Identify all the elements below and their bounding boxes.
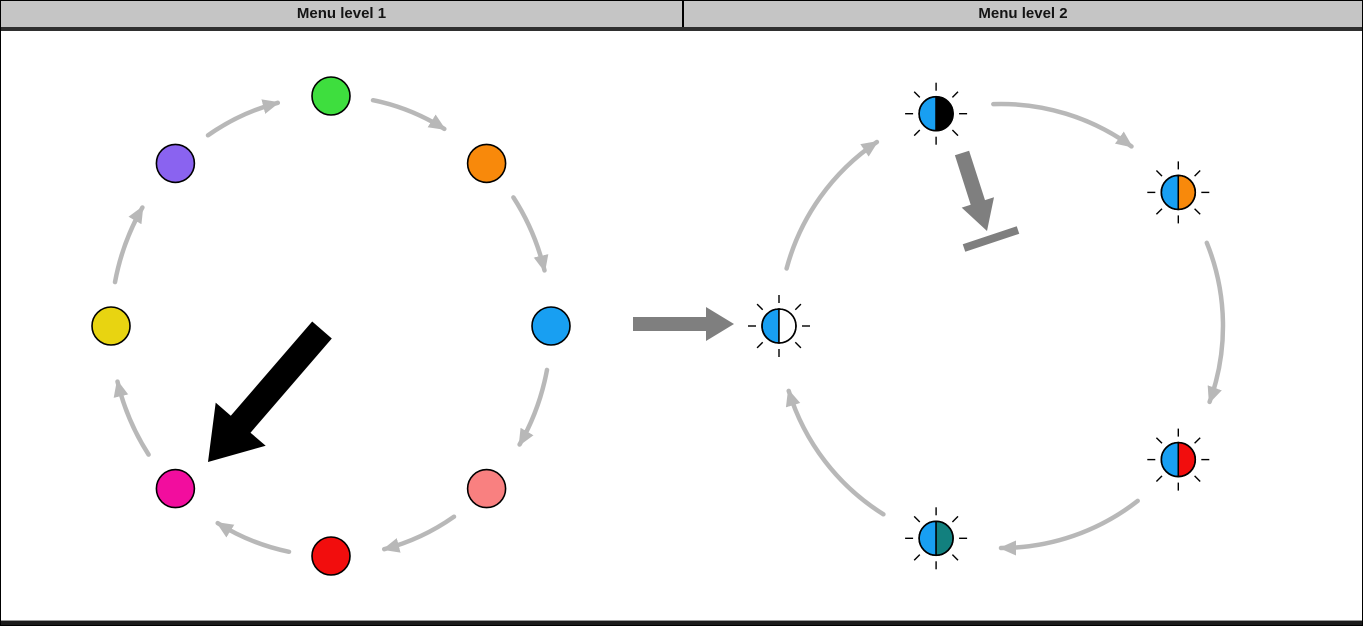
highlight-ray xyxy=(1155,170,1163,177)
menu1-item-purple[interactable] xyxy=(155,143,196,184)
highlight-ray xyxy=(1194,208,1201,215)
menu2-connector-arc xyxy=(785,388,886,517)
menu1-connector-arc xyxy=(511,195,549,273)
menu1-connector-arc xyxy=(112,205,145,285)
highlight-ray xyxy=(951,91,959,98)
highlight-ray xyxy=(913,129,921,137)
menu2-item-blue-red[interactable] xyxy=(1147,428,1210,491)
highlight-ray xyxy=(756,303,764,311)
menu2-title: Menu level 2 xyxy=(978,5,1068,22)
item-left-half xyxy=(1160,441,1180,478)
item-outline xyxy=(918,520,954,557)
menu1-connector-arc xyxy=(113,379,151,457)
highlight-ray xyxy=(1155,475,1163,482)
frame-bottom-hairline xyxy=(1,620,1362,621)
highlight-ray xyxy=(913,515,921,523)
highlight-ray xyxy=(1194,170,1201,177)
value-bar xyxy=(962,226,1020,252)
highlight-ray xyxy=(1155,208,1163,215)
menu1-item-salmon[interactable] xyxy=(466,468,507,509)
table-header: Menu level 1 Menu level 2 xyxy=(1,1,1362,31)
menu1-item-magenta[interactable] xyxy=(155,468,196,509)
item-left-half xyxy=(918,520,937,557)
menu1-item-green[interactable] xyxy=(311,76,351,116)
item-outline xyxy=(1160,441,1197,478)
highlight-ray xyxy=(913,91,921,98)
menu2-header-cell: Menu level 2 xyxy=(682,1,1362,27)
menu2-item-blue-black[interactable] xyxy=(905,82,968,145)
menu1-connector-arc xyxy=(215,520,292,555)
highlight-ray xyxy=(913,554,921,561)
item-right-half xyxy=(935,520,954,557)
menu1-header-cell: Menu level 1 xyxy=(1,1,682,27)
highlight-ray xyxy=(1194,437,1201,444)
menu2-connector-arc xyxy=(784,139,880,271)
menu2-connector-arc xyxy=(1204,240,1226,405)
menu2-item-blue-teal[interactable] xyxy=(905,507,968,570)
highlight-ray xyxy=(794,341,802,349)
item-left-half xyxy=(918,95,937,132)
item-outline xyxy=(918,95,954,132)
highlight-ray xyxy=(756,341,764,349)
item-outline xyxy=(1160,174,1197,211)
highlight-ray xyxy=(794,303,802,311)
menu1-item-blue[interactable] xyxy=(531,306,571,346)
highlight-ray xyxy=(1194,475,1201,482)
highlight-ray xyxy=(951,129,959,137)
item-right-half xyxy=(1177,441,1197,478)
menu1-title: Menu level 1 xyxy=(296,5,387,22)
menu1-connector-arc xyxy=(370,97,447,132)
menu2-connector-arc xyxy=(991,101,1134,149)
menu1-item-orange[interactable] xyxy=(466,143,507,184)
selection-arrow xyxy=(208,321,332,462)
menu2-item-blue-orange[interactable] xyxy=(1147,161,1210,224)
item-outline xyxy=(761,308,797,344)
item-left-half xyxy=(1160,174,1180,211)
action-arrow xyxy=(954,150,994,231)
item-right-half xyxy=(778,308,797,344)
menu1-connector-arc xyxy=(517,367,550,447)
menu1-item-red[interactable] xyxy=(311,536,351,576)
menu1-connector-arc xyxy=(381,514,457,553)
highlight-ray xyxy=(951,554,959,561)
menu2-item-blue-white[interactable] xyxy=(748,295,810,357)
transition-arrow xyxy=(633,307,734,341)
item-left-half xyxy=(761,308,780,344)
frame-bottom-border xyxy=(1,621,1362,625)
highlight-ray xyxy=(1155,437,1163,444)
item-right-half xyxy=(935,95,954,132)
highlight-ray xyxy=(951,515,959,523)
menu1-item-yellow[interactable] xyxy=(91,306,131,346)
menu1-connector-arc xyxy=(205,99,281,138)
item-right-half xyxy=(1177,174,1197,211)
menu2-connector-arc xyxy=(998,498,1140,556)
